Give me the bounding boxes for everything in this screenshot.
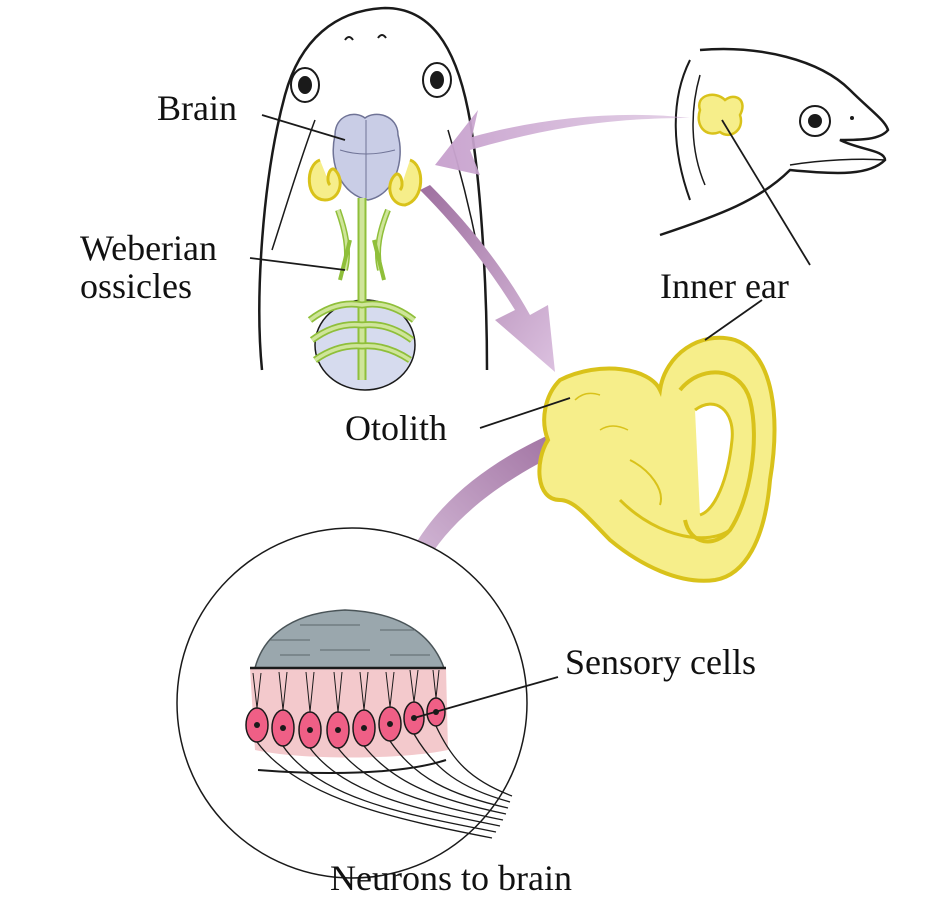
brain-label: Brain (157, 88, 237, 128)
neurons-to-brain-label: Neurons to brain (330, 858, 572, 898)
otolith-label: Otolith (345, 408, 448, 448)
inner-ear-leader-line-enlarged (704, 299, 763, 341)
brain-leader-line (261, 114, 346, 141)
weberian-label-line-1: Weberian (80, 228, 218, 268)
otolith-leader-line (479, 397, 571, 429)
inner-ear-label: Inner ear (660, 266, 789, 306)
fish-head-top-view (258, 6, 489, 391)
weberian-label-line-2: ossicles (80, 265, 192, 306)
weberian-leader-line (249, 257, 346, 271)
weberian-ossicles-label: Weberian ossicles (80, 228, 218, 306)
inner-ear-enlarged (537, 335, 777, 583)
inner-ear-leader-line-fish (721, 119, 811, 266)
sensory-cells-label: Sensory cells (565, 642, 756, 682)
arrow-inner-ear-to-head (435, 110, 690, 175)
sensory-cells-leader-line (413, 676, 559, 719)
arrow-head-to-otolith (420, 185, 555, 372)
sensory-inset (176, 527, 528, 879)
fish-head-side-view (659, 47, 890, 237)
